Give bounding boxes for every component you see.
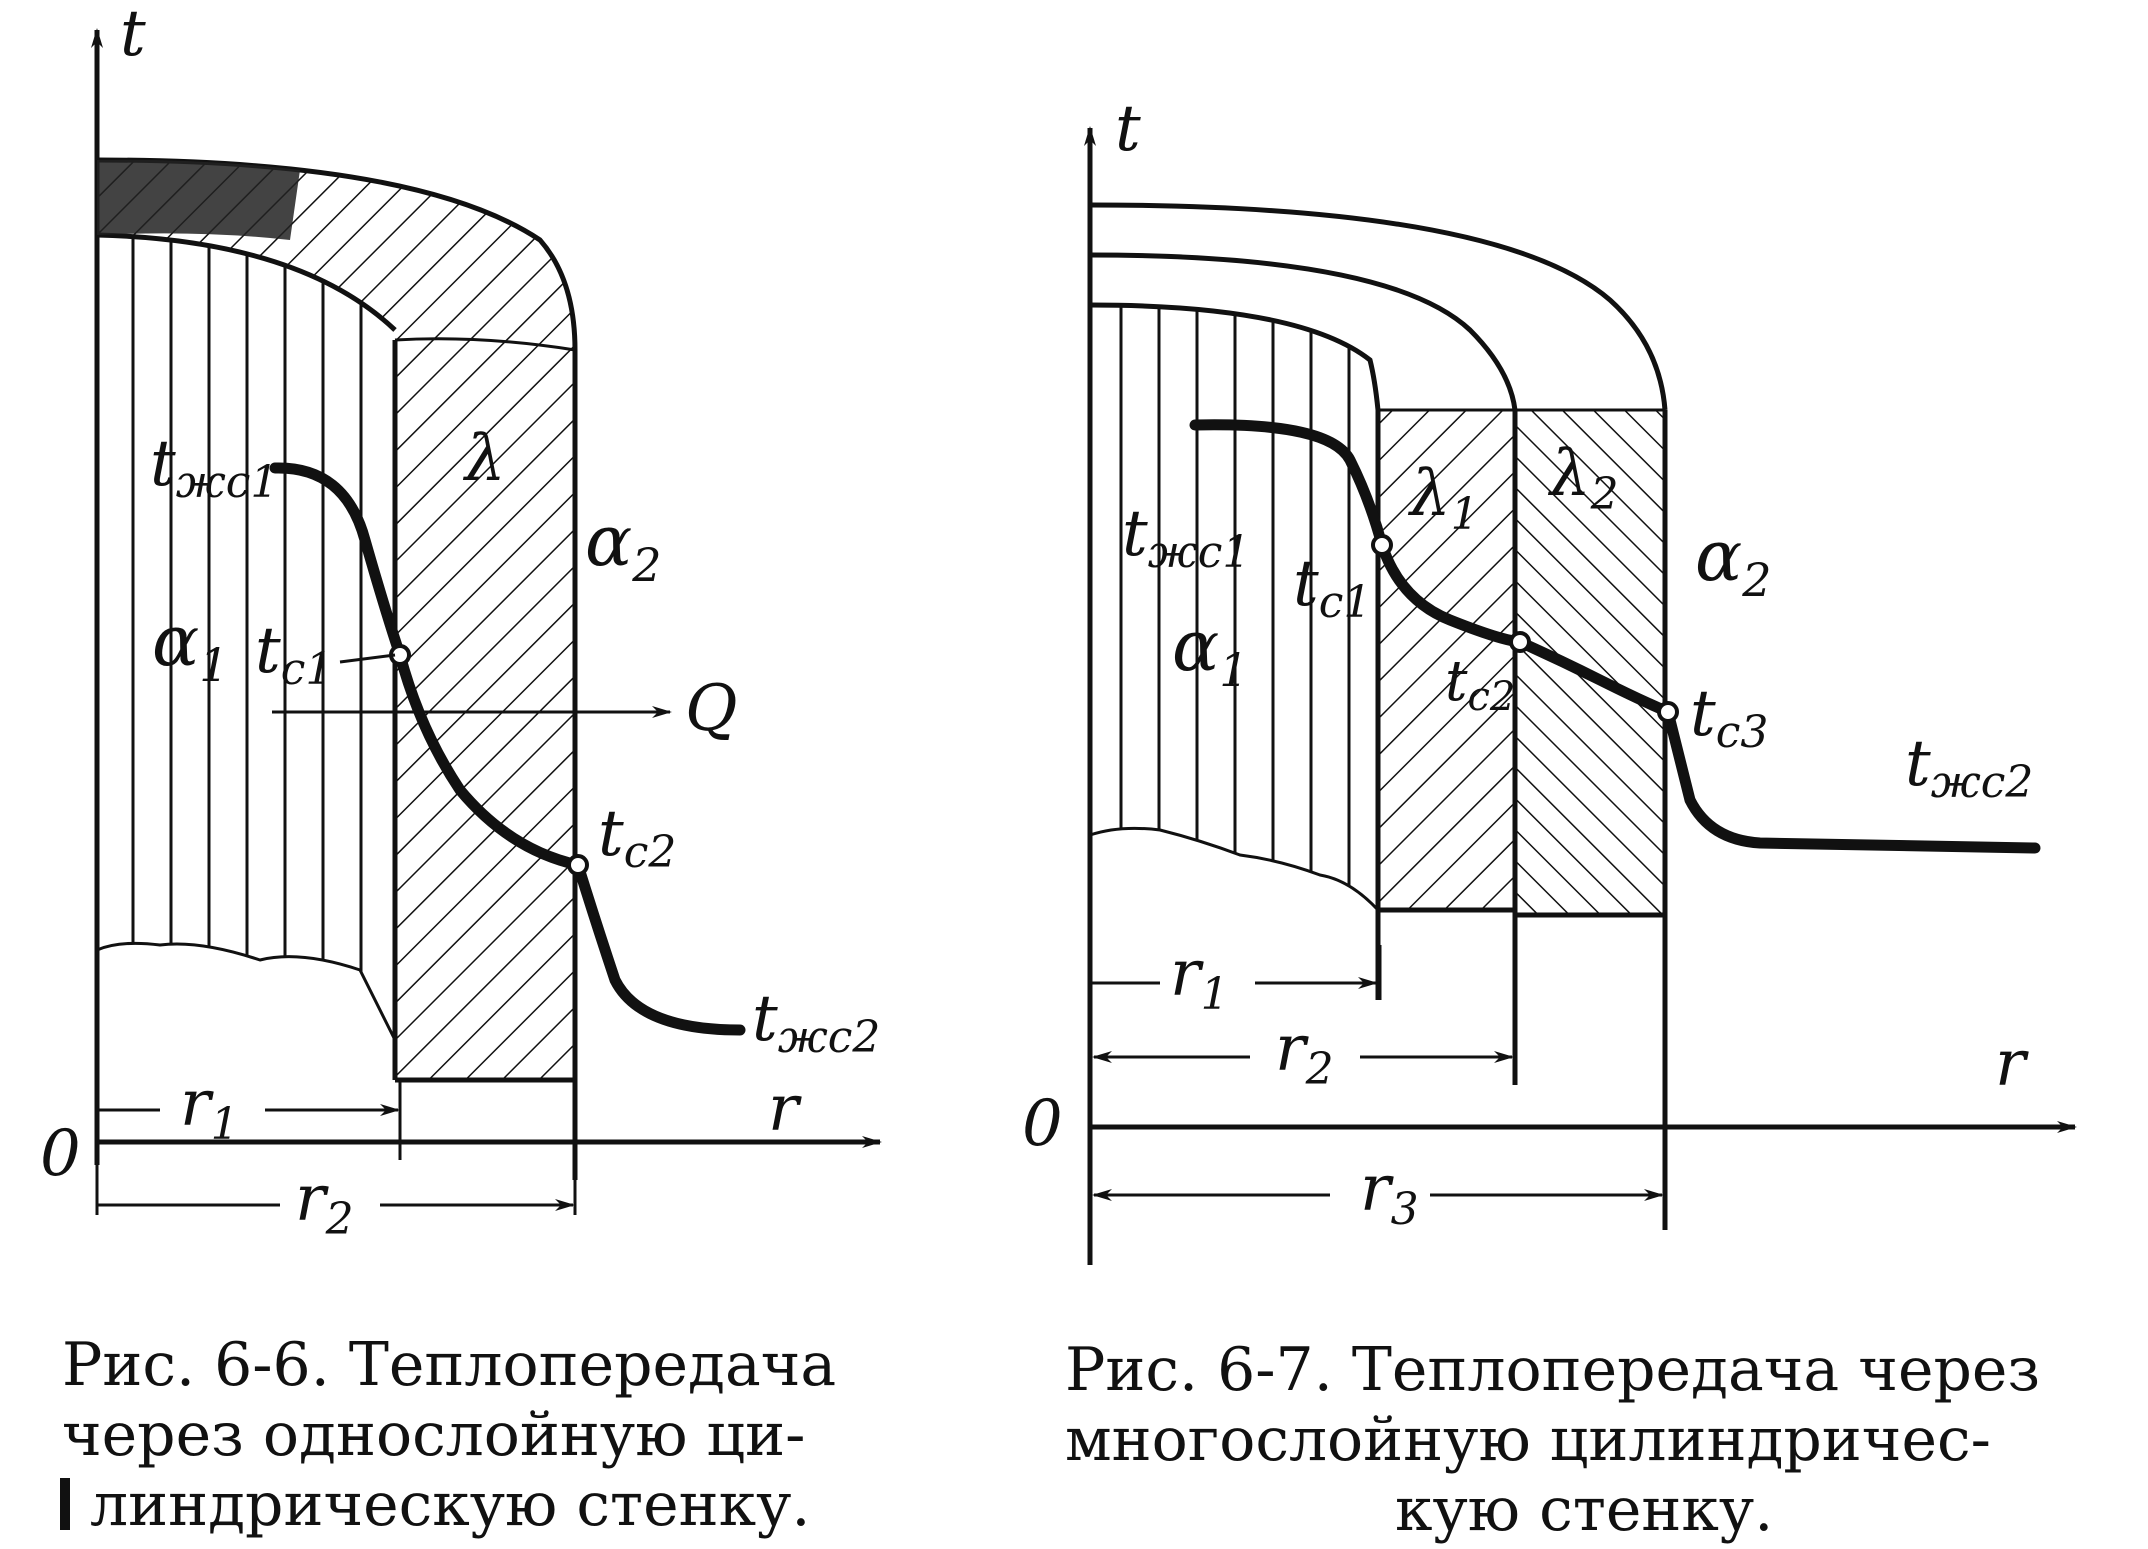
fig2-caption-line1: Рис. 6-7. Теплопередача через bbox=[1065, 1335, 2040, 1405]
dark-cap bbox=[97, 159, 300, 240]
inner-cylinder bbox=[1090, 305, 1378, 910]
point-tc2 bbox=[567, 854, 589, 876]
fig2-axis-t: t bbox=[1115, 92, 1141, 166]
fig2-r1: r1 bbox=[1170, 937, 1229, 1020]
print-artifact bbox=[60, 1478, 70, 1530]
figure-6-6: t r 0 tжс1 λ α2 α1 tc1 Q tc2 tжс2 r1 r2 … bbox=[40, 0, 882, 1540]
fig1-caption-line1: Рис. 6-6. Теплопередача bbox=[62, 1330, 836, 1400]
fig2-alpha1: α1 bbox=[1172, 605, 1249, 697]
temperature-curve bbox=[269, 462, 746, 1036]
fig2-tzh1: tжс1 bbox=[1122, 497, 1250, 578]
figure-6-7: t r 0 λ1 λ2 tжс1 tc1 α2 α1 tc2 tc3 tжс2 bbox=[1022, 92, 2077, 1545]
point-tc1 bbox=[1371, 534, 1393, 556]
fig1-tzh2: tжс2 bbox=[752, 982, 880, 1063]
fig2-axis-r: r bbox=[1995, 1027, 2029, 1101]
fig2-r3: r3 bbox=[1360, 1152, 1419, 1235]
fig2-origin: 0 bbox=[1022, 1087, 1063, 1161]
fig1-caption-line3: линдрическую стенку. bbox=[90, 1470, 811, 1540]
fig1-alpha2: α2 bbox=[585, 500, 662, 592]
fig1-tc2: tc2 bbox=[598, 797, 676, 878]
fig2-tc3: tc3 bbox=[1690, 677, 1768, 758]
wall-top-band bbox=[97, 160, 575, 1080]
fig1-origin: 0 bbox=[40, 1117, 81, 1191]
point-tc3 bbox=[1657, 701, 1679, 723]
layer-1 bbox=[1378, 410, 1515, 910]
point-tc2 bbox=[1509, 631, 1531, 653]
fig2-caption-line2: многослойную цилиндричес- bbox=[1065, 1405, 1991, 1475]
fig2-tc2: tc2 bbox=[1445, 649, 1515, 720]
fig1-lambda: λ bbox=[462, 422, 506, 496]
inner-cylinder bbox=[97, 235, 395, 1040]
fig1-r2: r2 bbox=[295, 1162, 354, 1245]
fig1-r1: r1 bbox=[180, 1067, 239, 1150]
fig1-caption-line2: через однослойную ци- bbox=[62, 1400, 805, 1470]
fig1-axis-t: t bbox=[120, 0, 146, 71]
fig1-axis-r: r bbox=[768, 1072, 802, 1146]
fig2-caption-line3: кую стенку. bbox=[1395, 1475, 1773, 1545]
fig2-lambda2: λ2 bbox=[1547, 437, 1619, 520]
fig2-r2: r2 bbox=[1275, 1012, 1334, 1095]
fig2-lambda1: λ1 bbox=[1407, 457, 1479, 540]
layer-2 bbox=[1515, 410, 1665, 915]
fig2-tc1: tc1 bbox=[1293, 547, 1371, 628]
fig1-tc1: tc1 bbox=[255, 614, 333, 695]
fig2-alpha2: α2 bbox=[1695, 515, 1772, 607]
fig1-tzh1: tжс1 bbox=[150, 427, 278, 508]
fig1-alpha1: α1 bbox=[152, 600, 229, 692]
fig2-tzh2: tжс2 bbox=[1905, 727, 2033, 808]
fig1-Q: Q bbox=[685, 672, 737, 746]
